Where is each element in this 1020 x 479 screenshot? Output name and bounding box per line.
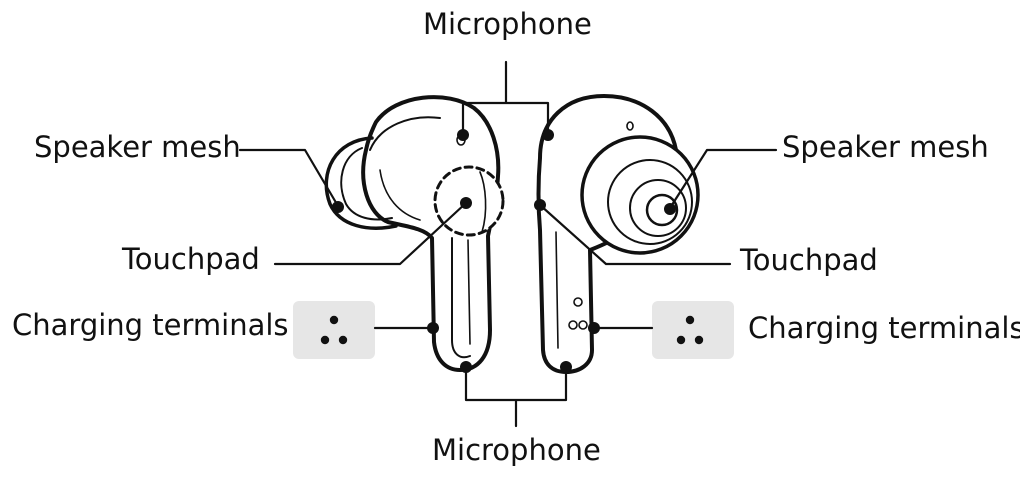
leader-speaker-left (238, 148, 340, 208)
right-ear-tip-inner (629, 179, 687, 237)
label-speaker-mesh-right: Speaker mesh (782, 130, 989, 164)
left-head-rim (369, 116, 441, 151)
label-touchpad-right: Touchpad (740, 243, 878, 277)
left-terminal-dot (320, 335, 330, 345)
left-ear-tip (324, 136, 398, 230)
right-terminal-dot (676, 335, 686, 345)
left-terminal-dot (329, 315, 339, 325)
right-sensor-hole (573, 297, 583, 307)
left-stem-edge (467, 239, 471, 345)
leader-touchpad-left (273, 201, 468, 266)
dot-speaker-right (664, 203, 676, 215)
left-terminal-plate (293, 301, 375, 359)
right-ear-tip-mid (607, 159, 693, 245)
right-terminal-plate-bg (652, 301, 734, 359)
right-terminal-dot (694, 335, 704, 345)
label-speaker-mesh-left: Speaker mesh (34, 130, 241, 164)
right-vent-hole (626, 121, 634, 131)
right-terminal-plate (652, 301, 734, 359)
label-touchpad-left: Touchpad (122, 242, 260, 276)
dot-mic-bottom-left (460, 361, 472, 373)
label-microphone-top: Microphone (423, 7, 592, 41)
leader-touchpad-right (538, 203, 732, 266)
right-contact-hole-2 (578, 320, 588, 330)
callout-dots (332, 129, 676, 373)
label-charging-terminals-left: Charging terminals (12, 308, 289, 342)
dot-charging-right (588, 322, 600, 334)
dot-speaker-left (332, 201, 344, 213)
left-earbud-body (361, 95, 501, 372)
leader-speaker-right (668, 148, 778, 210)
right-stem-edge (555, 231, 559, 349)
label-microphone-bottom: Microphone (432, 433, 601, 467)
left-stem-contour (451, 237, 471, 359)
right-speaker-nozzle (645, 193, 679, 227)
left-ear-tip-inner (340, 147, 393, 221)
leader-lines (238, 60, 778, 428)
left-head-rim-2 (379, 169, 421, 221)
right-earbud (536, 94, 700, 374)
dot-touchpad-left (460, 197, 472, 209)
right-ear-tip-outer (580, 135, 700, 255)
dot-charging-left (427, 322, 439, 334)
dot-touchpad-right (534, 199, 546, 211)
leader-mic-bottom (464, 366, 568, 428)
left-terminal-plate-bg (293, 301, 375, 359)
dot-mic-bottom-right (560, 361, 572, 373)
leader-mic-top (461, 60, 550, 135)
left-terminal-dot (338, 335, 348, 345)
label-charging-terminals-right: Charging terminals (748, 311, 1020, 345)
dot-mic-top-right (542, 129, 554, 141)
left-touchpad-highlight (479, 171, 487, 233)
right-terminal-dot (685, 315, 695, 325)
dot-mic-top-left (457, 129, 469, 141)
right-contact-hole-1 (568, 320, 578, 330)
